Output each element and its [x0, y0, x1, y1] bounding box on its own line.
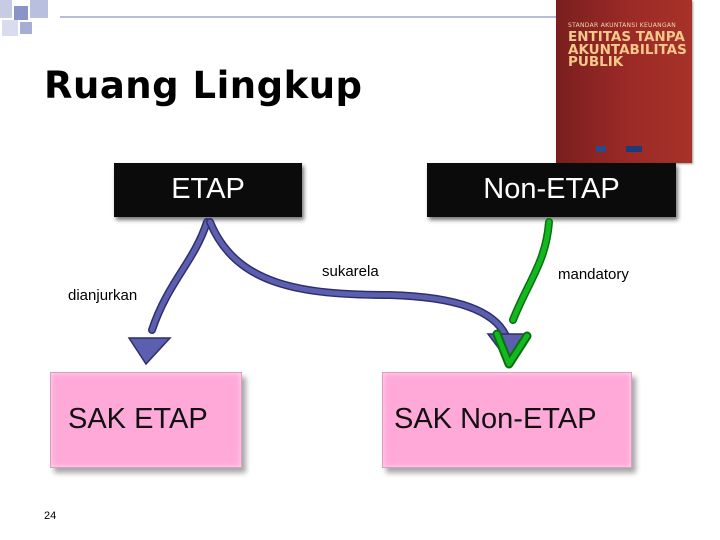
slide-title: Ruang Lingkup [44, 64, 363, 107]
book-logo-mark [596, 146, 606, 152]
arrowhead-etap [127, 337, 172, 366]
book-title-text: ENTITAS TANPA AKUNTABILITAS PUBLIK [568, 29, 687, 70]
node-non-etap: Non-ETAP [427, 163, 676, 217]
node-sak-non-etap-label: SAK Non-ETAP [394, 403, 597, 435]
edge-label-sukarela: sukarela [322, 263, 379, 280]
edge-label-dianjurkan: dianjurkan [68, 287, 138, 304]
node-etap: ETAP [114, 163, 302, 217]
header-decoration [0, 0, 556, 36]
page-number: 24 [44, 510, 57, 522]
book-logo-mark-2 [626, 146, 642, 152]
node-sak-etap: SAK ETAP [50, 372, 242, 468]
book-cover-image: STANDAR AKUNTANSI KEUANGAN ENTITAS TANPA… [556, 0, 692, 163]
node-etap-label: ETAP [171, 173, 245, 205]
node-sak-etap-label: SAK ETAP [68, 403, 208, 435]
book-series-text: STANDAR AKUNTANSI KEUANGAN [568, 22, 677, 29]
node-sak-non-etap: SAK Non-ETAP [382, 372, 632, 468]
node-non-etap-label: Non-ETAP [483, 173, 620, 205]
edge-label-mandatory: mandatory [558, 266, 629, 283]
